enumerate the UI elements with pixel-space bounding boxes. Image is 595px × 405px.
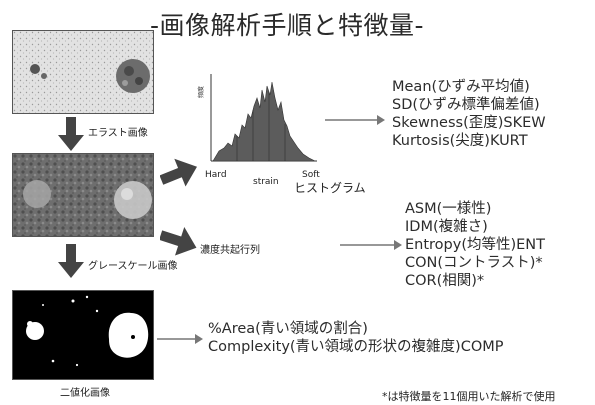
- binary-caption: 二値化画像: [60, 388, 110, 399]
- right-arrow-icon: [160, 158, 197, 187]
- feature-con: CON(コントラスト)*: [405, 255, 543, 271]
- thin-arrow-icon: [340, 240, 402, 250]
- binary-image: [12, 290, 154, 380]
- elastography-image: [12, 30, 154, 114]
- feature-complexity: Complexity(青い領域の形状の複雑度)COMP: [208, 339, 504, 355]
- right-arrow-icon: [160, 226, 197, 256]
- histogram-caption: ヒストグラム: [294, 181, 366, 195]
- feature-mean: Mean(ひずみ平均値): [392, 79, 530, 95]
- feature-cor: COR(相関)*: [405, 273, 485, 289]
- page-title: -画像解析手順と特徴量-: [150, 11, 425, 40]
- feature-idm: IDM(複雑さ): [405, 219, 488, 235]
- glcm-label: 濃度共起行列: [200, 245, 260, 256]
- glcm-feature-list: ASM(一様性) IDM(複雑さ) Entropy(均等性)ENT CON(コン…: [405, 200, 545, 290]
- down-arrow-icon: [58, 117, 84, 151]
- down-arrow-icon: [58, 244, 84, 278]
- footnote: *は特徴量を11個用いた解析で使用: [382, 390, 556, 403]
- binary-feature-list: %Area(青い領域の割合) Complexity(青い領域の形状の複雑度)CO…: [208, 320, 504, 356]
- feature-sd: SD(ひずみ標準偏差値): [392, 97, 540, 113]
- histogram-x-right-label: Soft: [302, 170, 320, 180]
- histogram-feature-list: Mean(ひずみ平均値) SD(ひずみ標準偏差値) Skewness(歪度)SK…: [392, 78, 546, 150]
- grayscale-caption: グレースケール画像: [88, 261, 178, 272]
- feature-asm: ASM(一様性): [405, 201, 492, 217]
- feature-entropy: Entropy(均等性)ENT: [405, 237, 546, 253]
- histogram-x-mid-label: strain: [253, 177, 279, 187]
- elastography-caption: エラスト画像: [88, 128, 148, 139]
- histogram: [210, 74, 317, 162]
- histogram-ylabel: 頻度: [198, 85, 205, 98]
- grayscale-image: [12, 153, 154, 237]
- histogram-x-left-label: Hard: [205, 170, 227, 180]
- thin-arrow-icon: [157, 334, 203, 344]
- feature-skewness: Skewness(歪度)SKEW: [392, 115, 546, 131]
- feature-area: %Area(青い領域の割合): [208, 321, 368, 337]
- feature-kurtosis: Kurtosis(尖度)KURT: [392, 133, 528, 149]
- thin-arrow-icon: [325, 115, 385, 125]
